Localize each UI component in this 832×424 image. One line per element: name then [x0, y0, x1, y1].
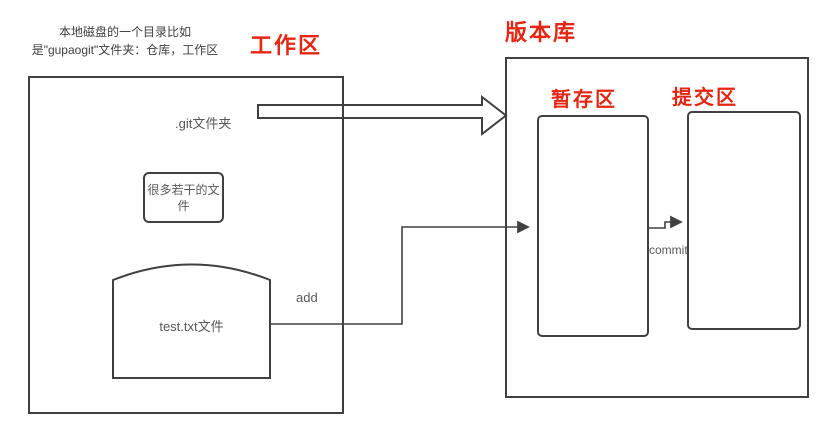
note-line-1: 本地磁盘的一个目录比如: [58, 24, 191, 39]
files-box: 很多若干的文件: [143, 172, 224, 223]
note-line-2: 是"gupaogit"文件夹：仓库，工作区: [31, 42, 219, 57]
commit-area-box: [687, 111, 801, 330]
add-arrow-label: add: [296, 290, 318, 305]
test-file-label: test.txt文件: [159, 319, 224, 334]
repository-title: 版本库: [505, 20, 578, 45]
working-area-title: 工作区: [250, 33, 323, 58]
git-folder-label: .git文件夹: [175, 116, 232, 131]
commit-arrow-label: commit: [649, 243, 688, 257]
commit-area-title: 提交区: [672, 87, 738, 109]
staging-area-box: [537, 115, 649, 337]
files-box-label: 很多若干的文件: [147, 182, 220, 213]
note-box: 本地磁盘的一个目录比如 是"gupaogit"文件夹：仓库，工作区: [27, 13, 223, 68]
staging-area-title: 暂存区: [551, 89, 617, 111]
